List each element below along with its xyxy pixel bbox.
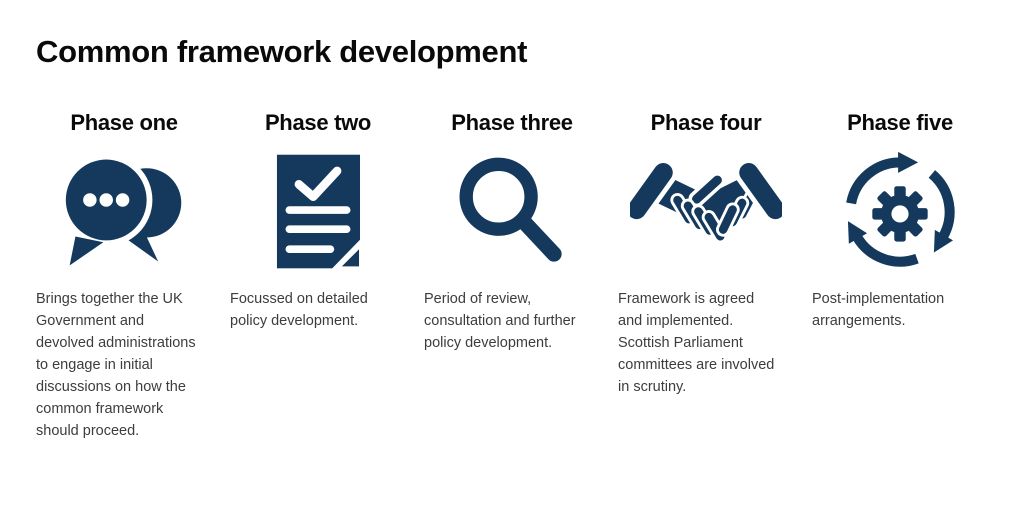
- phase-five-heading: Phase five: [847, 109, 953, 135]
- phase-two-description: Focussed on detailed policy development.: [230, 290, 368, 329]
- magnifying-glass-icon: [424, 145, 600, 279]
- phase-column-three: Phase three Period of review, consultati…: [424, 109, 600, 442]
- phase-four-heading: Phase four: [650, 109, 762, 135]
- phase-one-heading: Phase one: [70, 109, 178, 135]
- phase-column-five: Phase five: [812, 109, 988, 442]
- phase-columns: Phase one Brings together the UK Governm…: [36, 109, 1024, 442]
- phase-three-heading: Phase three: [451, 109, 573, 135]
- phase-column-two: Phase two Focussed on detailed policy de…: [230, 109, 406, 442]
- phase-two-heading: Phase two: [264, 109, 372, 135]
- phase-one-description: Brings together the UK Government and de…: [36, 290, 196, 439]
- phase-three-description: Period of review, consultation and furth…: [424, 290, 576, 351]
- page-title: Common framework development: [36, 34, 528, 69]
- document-checklist-icon: [230, 145, 406, 279]
- cycle-gear-icon: [812, 145, 988, 279]
- chat-bubbles-icon: [36, 145, 212, 279]
- phase-five-description: Post-implementation arrangements.: [812, 290, 945, 329]
- phase-four-description: Framework is agreed and implemented. Sco…: [618, 290, 775, 395]
- phase-column-four: Phase four: [618, 109, 794, 442]
- phase-column-one: Phase one Brings together the UK Governm…: [36, 109, 212, 442]
- handshake-icon: [618, 145, 794, 279]
